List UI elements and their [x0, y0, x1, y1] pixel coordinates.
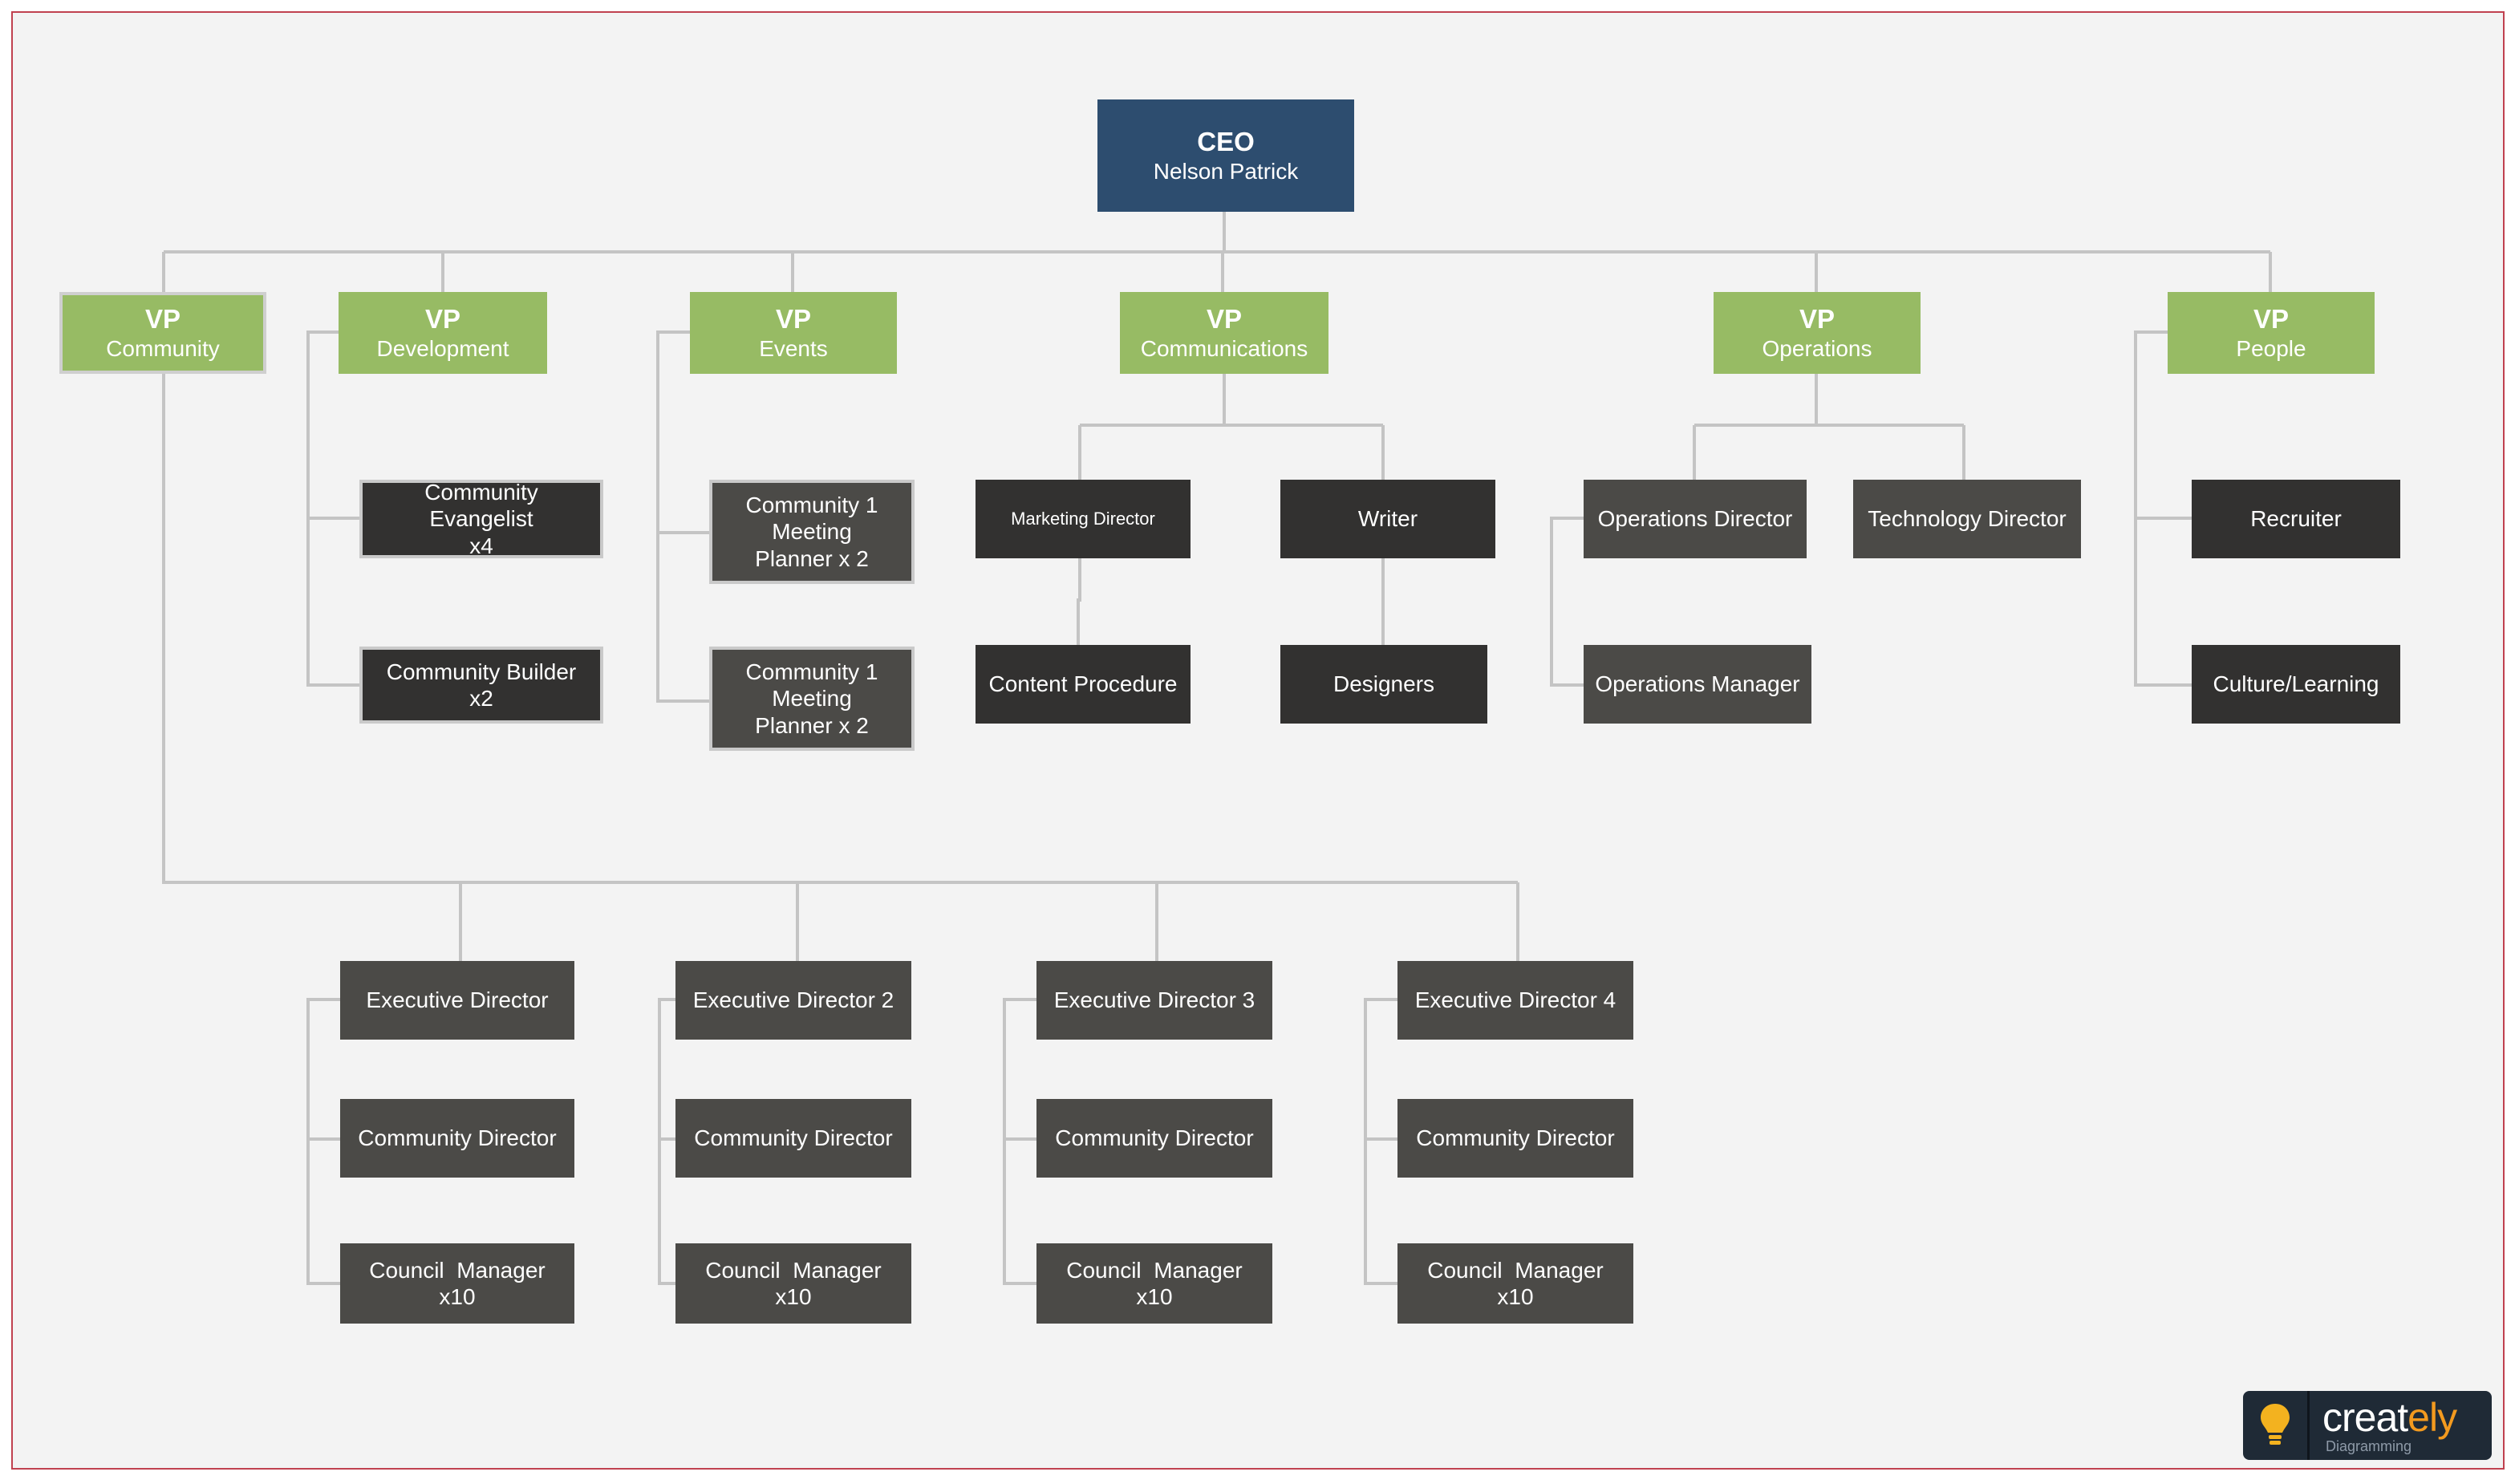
- box-label: Executive Director 2: [692, 987, 894, 1013]
- box-label: Culture/Learning: [2213, 671, 2379, 697]
- community-director-box-2[interactable]: Community Director: [675, 1099, 911, 1178]
- vp-communications-box[interactable]: VP Communications: [1120, 292, 1328, 374]
- box-count: x10: [1497, 1284, 1534, 1309]
- ceo-box[interactable]: CEO Nelson Patrick: [1097, 99, 1354, 212]
- box-label: Council Manager: [1427, 1257, 1604, 1283]
- box-count: x2: [469, 686, 493, 711]
- box-label: Community Director: [1416, 1125, 1615, 1151]
- box-count: x4: [469, 533, 493, 558]
- box-label: Planner x 2: [755, 712, 869, 738]
- box-label: Community Evangelist: [424, 480, 538, 532]
- connector-group-4: [1364, 998, 1397, 1285]
- vp-title: VP: [144, 304, 181, 335]
- operations-director-box[interactable]: Operations Director: [1584, 480, 1807, 558]
- lightbulb-icon: [2243, 1391, 2310, 1460]
- writer-box[interactable]: Writer: [1280, 480, 1495, 558]
- council-manager-box-3[interactable]: Council Manager x10: [1036, 1243, 1272, 1324]
- box-label: Council Manager: [1066, 1257, 1243, 1283]
- vp-dept-label: Operations: [1762, 335, 1872, 361]
- executive-director-box-2[interactable]: Executive Director 2: [675, 961, 911, 1040]
- box-label: Executive Director 4: [1414, 987, 1616, 1013]
- council-manager-box-1[interactable]: Council Manager x10: [340, 1243, 574, 1324]
- vp-title: VP: [1206, 304, 1243, 335]
- content-procedure-box[interactable]: Content Procedure: [976, 645, 1191, 724]
- box-label: Community 1: [745, 659, 878, 685]
- box-count: x10: [439, 1284, 476, 1309]
- vp-dept-label: Community: [106, 335, 220, 361]
- box-label: Operations Manager: [1595, 671, 1800, 697]
- technology-director-box[interactable]: Technology Director: [1853, 480, 2081, 558]
- executive-director-box-1[interactable]: Executive Director: [340, 961, 574, 1040]
- box-count: x10: [775, 1284, 812, 1309]
- logo-wordmark: creately: [2322, 1395, 2457, 1440]
- box-label: Community 1: [745, 493, 878, 518]
- vp-community-box[interactable]: VP Community: [59, 292, 266, 374]
- box-label: Council Manager: [705, 1257, 882, 1283]
- vp-title: VP: [2253, 304, 2290, 335]
- box-label: Meeting: [772, 686, 852, 712]
- vp-title: VP: [1799, 304, 1836, 335]
- connector-events: [656, 330, 712, 703]
- connector-ceo-bus: [162, 212, 2272, 294]
- box-label: Recruiter: [2250, 506, 2342, 532]
- ceo-title: CEO: [1197, 127, 1255, 157]
- executive-director-box-4[interactable]: Executive Director 4: [1397, 961, 1633, 1040]
- vp-title: VP: [775, 304, 812, 335]
- connector-group-1: [306, 998, 340, 1285]
- designers-box[interactable]: Designers: [1280, 645, 1487, 724]
- box-label: Marketing Director: [1011, 509, 1155, 529]
- box-label: Executive Director 3: [1053, 987, 1255, 1013]
- box-label: Content Procedure: [988, 671, 1178, 697]
- box-label: Executive Director: [366, 987, 549, 1013]
- vp-dept-label: Communications: [1140, 335, 1308, 361]
- vp-events-box[interactable]: VP Events: [690, 292, 897, 374]
- connector-operations: [1550, 374, 1965, 687]
- vp-dept-label: Events: [759, 335, 828, 361]
- logo-tagline: Diagramming: [2326, 1438, 2412, 1454]
- box-label: Community Director: [1055, 1125, 1254, 1151]
- box-label: Writer: [1357, 506, 1418, 532]
- executive-director-box-3[interactable]: Executive Director 3: [1036, 961, 1272, 1040]
- recruiter-box[interactable]: Recruiter: [2192, 480, 2400, 558]
- box-label: Operations Director: [1597, 506, 1793, 532]
- box-count: x10: [1136, 1284, 1173, 1309]
- box-label: Community Director: [694, 1125, 893, 1151]
- creately-logo[interactable]: creately Diagramming: [2243, 1391, 2492, 1460]
- community-builder-box[interactable]: Community Builder x2: [359, 647, 603, 724]
- box-label: Technology Director: [1868, 506, 2067, 532]
- community-director-box-3[interactable]: Community Director: [1036, 1099, 1272, 1178]
- box-label: Council Manager: [369, 1257, 546, 1283]
- vp-operations-box[interactable]: VP Operations: [1714, 292, 1921, 374]
- box-label: Meeting: [772, 519, 852, 545]
- community-director-box-4[interactable]: Community Director: [1397, 1099, 1633, 1178]
- community-director-box-1[interactable]: Community Director: [340, 1099, 574, 1178]
- connector-communications: [1077, 374, 1385, 645]
- box-label: Planner x 2: [755, 545, 869, 571]
- operations-manager-box[interactable]: Operations Manager: [1584, 645, 1811, 724]
- vp-dept-label: People: [2236, 335, 2306, 361]
- connector-group-2: [658, 998, 675, 1285]
- vp-development-box[interactable]: VP Development: [339, 292, 547, 374]
- box-label: Community Director: [358, 1125, 557, 1151]
- community-evangelist-box[interactable]: Community Evangelist x4: [359, 480, 603, 558]
- connector-group-3: [1003, 998, 1036, 1285]
- connector-community-bus: [162, 374, 1519, 961]
- council-manager-box-4[interactable]: Council Manager x10: [1397, 1243, 1633, 1324]
- meeting-planner-box-2[interactable]: Community 1 Meeting Planner x 2: [709, 647, 915, 751]
- connector-development: [306, 330, 363, 687]
- vp-dept-label: Development: [376, 335, 509, 361]
- culture-learning-box[interactable]: Culture/Learning: [2192, 645, 2400, 724]
- ceo-name: Nelson Patrick: [1153, 158, 1299, 184]
- vp-people-box[interactable]: VP People: [2168, 292, 2375, 374]
- vp-title: VP: [424, 304, 461, 335]
- marketing-director-box[interactable]: Marketing Director: [976, 480, 1191, 558]
- council-manager-box-2[interactable]: Council Manager x10: [675, 1243, 911, 1324]
- diagram-canvas: [11, 11, 2505, 1470]
- box-label: Designers: [1333, 671, 1435, 697]
- connector-people: [2134, 330, 2192, 687]
- box-label: Community Builder: [386, 659, 577, 684]
- meeting-planner-box-1[interactable]: Community 1 Meeting Planner x 2: [709, 480, 915, 584]
